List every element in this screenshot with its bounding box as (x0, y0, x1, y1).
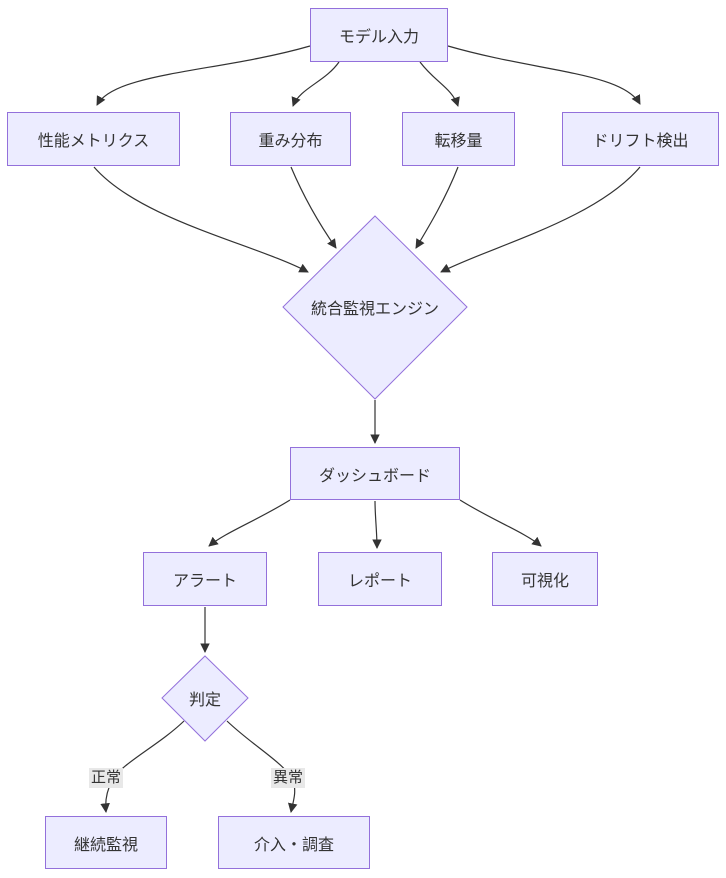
edge-model-to-perf (96, 45, 311, 106)
node-report: レポート (318, 552, 442, 606)
edge-label-normal: 正常 (89, 768, 124, 788)
edge-label-abnormal: 異常 (271, 768, 306, 788)
node-continue-monitoring: 継続監視 (45, 816, 167, 869)
node-transfer-amount: 転移量 (402, 112, 515, 166)
edge-decision-to-continue (100, 720, 185, 813)
diamond-decision (161, 655, 249, 742)
edge-model-to-weight (291, 61, 340, 107)
edge-perf-to-engine (93, 166, 309, 273)
node-model-input: モデル入力 (310, 8, 448, 62)
edge-transfer-to-engine (415, 166, 459, 249)
node-drift-detection: ドリフト検出 (562, 112, 719, 166)
node-intervention: 介入・調査 (218, 816, 370, 869)
node-dashboard: ダッシュボード (290, 447, 460, 500)
edge-model-to-transfer (419, 61, 460, 107)
edge-dashboard-to-visualization (459, 499, 542, 547)
edge-decision-to-intervention (226, 720, 298, 813)
node-weight-distribution: 重み分布 (230, 112, 351, 166)
edge-dashboard-to-alert (208, 499, 291, 547)
edge-weight-to-engine (290, 166, 337, 249)
edge-dashboard-to-report (372, 500, 382, 549)
edge-model-to-drift (447, 45, 641, 105)
node-visualization: 可視化 (492, 552, 598, 606)
node-performance-metrics: 性能メトリクス (7, 112, 180, 166)
node-alert: アラート (143, 552, 267, 606)
diamond-monitor-engine (282, 215, 468, 400)
edge-drift-to-engine (440, 166, 641, 273)
